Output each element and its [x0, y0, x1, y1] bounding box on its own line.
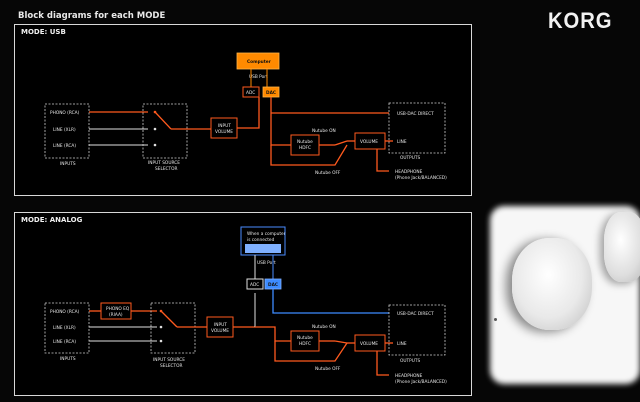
usb-dac-label: DAC — [266, 90, 276, 96]
usb-input-volume-1: INPUT — [218, 123, 231, 129]
analog-phono-eq-2: (RIAA) — [109, 312, 123, 318]
analog-nutube-box — [290, 330, 320, 352]
usb-out-line: LINE — [397, 139, 407, 145]
usb-nutube-1: Nutube — [297, 139, 313, 145]
usb-nutube-box — [290, 134, 320, 156]
usb-mode-panel: MODE: USB PHONO (RCA) LINE (XLR) LINE (R… — [14, 24, 472, 196]
analog-input-line-rca: LINE (RCA) — [53, 339, 76, 345]
analog-input-phono: PHONO (RCA) — [50, 309, 80, 315]
analog-adc-label: ADC — [250, 282, 259, 288]
usb-adc-label: ADC — [246, 90, 255, 96]
analog-adc-box — [246, 278, 264, 290]
analog-outputs-label: OUTPUTS — [400, 358, 421, 364]
analog-selector-label-1: INPUT SOURCE — [153, 357, 185, 363]
indicator-dot — [494, 318, 497, 321]
volume-knob — [512, 238, 592, 330]
analog-dac-label: DAC — [268, 282, 278, 288]
analog-mode-panel: MODE: ANALOG PHONO (RCA) LINE (XLR) LINE… — [14, 212, 472, 396]
usb-mode-diagram: PHONO (RCA) LINE (XLR) LINE (RCA) INPUTS… — [44, 52, 447, 181]
usb-nutube-on: Nutube ON — [312, 128, 336, 134]
analog-nutube-on: Nutube ON — [312, 324, 336, 330]
analog-nutube-1: Nutube — [297, 335, 313, 341]
analog-mode-label: MODE: ANALOG — [21, 216, 83, 224]
usb-nutube-2: HDFC — [299, 145, 311, 151]
usb-nutube-off: Nutube OFF — [315, 170, 341, 176]
usb-selector-label-2: SELECTOR — [155, 166, 178, 172]
usb-input-volume-2: VOLUME — [215, 129, 233, 135]
usb-out-dac-direct: USB-DAC DIRECT — [397, 111, 434, 117]
usb-inputs-label: INPUTS — [60, 161, 76, 167]
analog-computer-box — [240, 226, 286, 256]
analog-out-headphone: HEADPHONE — [395, 373, 423, 379]
analog-input-volume-2: VOLUME — [211, 328, 229, 334]
analog-out-dac-direct: USB-DAC DIRECT — [397, 311, 434, 317]
page-title: Block diagrams for each MODE — [18, 11, 166, 21]
usb-volume-label: VOLUME — [360, 139, 378, 145]
korg-logo: KORG — [548, 8, 613, 33]
usb-input-line-xlr: LINE (XLR) — [53, 127, 76, 133]
analog-selector-box — [150, 302, 196, 354]
analog-selector-label-2: SELECTOR — [160, 363, 183, 369]
usb-out-headphone: HEADPHONE — [395, 169, 423, 175]
analog-inputs-label: INPUTS — [60, 356, 76, 362]
analog-usb-port: USB Port — [257, 260, 276, 266]
analog-inputs-box — [44, 302, 90, 354]
usb-out-headphone-sub: (Phone Jack/BALANCED) — [395, 175, 447, 181]
usb-outputs-box — [388, 102, 446, 154]
usb-port-label: USB Port — [249, 74, 268, 80]
secondary-knob — [604, 212, 640, 282]
analog-outputs-box — [388, 304, 446, 356]
analog-out-line: LINE — [397, 341, 407, 347]
analog-volume-label: VOLUME — [360, 341, 378, 347]
analog-nutube-off: Nutube OFF — [315, 366, 341, 372]
usb-outputs-label: OUTPUTS — [400, 155, 421, 161]
analog-phono-eq-1: PHONO EQ — [106, 306, 130, 312]
analog-mode-diagram: PHONO (RCA) LINE (XLR) LINE (RCA) INPUTS… — [44, 226, 447, 385]
analog-computer-note-2: is connected — [247, 237, 275, 243]
usb-input-phono: PHONO (RCA) — [50, 110, 80, 116]
analog-input-line-xlr: LINE (XLR) — [53, 325, 76, 331]
analog-computer-note-1: When a computer — [247, 231, 286, 237]
usb-adc-box — [242, 86, 260, 98]
usb-mode-label: MODE: USB — [21, 28, 66, 36]
analog-input-volume-1: INPUT — [214, 322, 227, 328]
usb-inputs-box — [44, 103, 90, 159]
usb-selector-box — [142, 103, 188, 159]
usb-computer-box — [236, 52, 280, 70]
analog-out-headphone-sub: (Phone Jack/BALANCED) — [395, 379, 447, 385]
usb-input-line-rca: LINE (RCA) — [53, 143, 76, 149]
usb-selector-label-1: INPUT SOURCE — [148, 160, 180, 166]
usb-computer-label: Computer — [247, 59, 272, 65]
analog-nutube-2: HDFC — [299, 341, 311, 347]
